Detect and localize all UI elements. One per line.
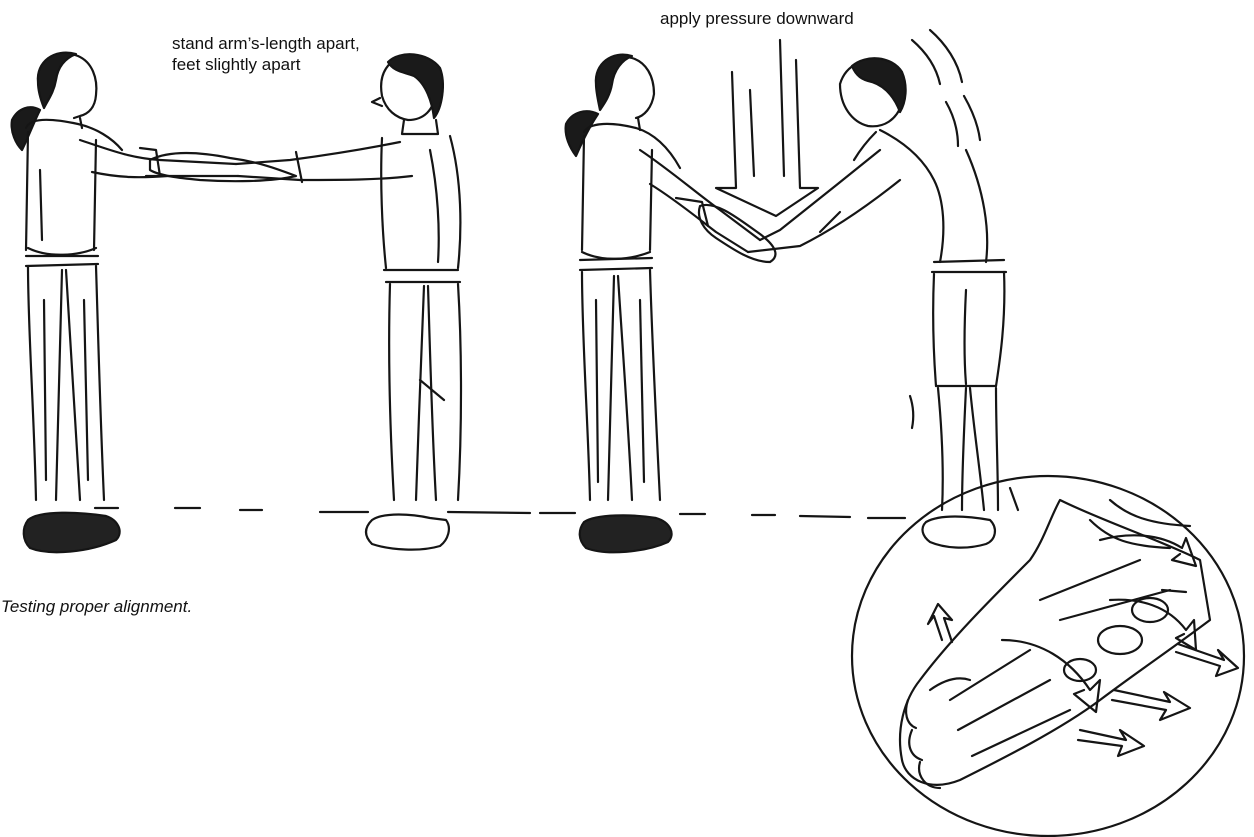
floor-dashed-line: [95, 508, 905, 518]
figure-right-2: [748, 30, 1018, 548]
outward-arrow-icon: [928, 535, 1238, 756]
figure-left-1: [12, 53, 238, 553]
clasped-hands-2: [699, 205, 775, 262]
figure-caption: Testing proper alignment.: [1, 597, 192, 617]
down-arrow-icon: [716, 40, 818, 216]
instruction-apply-pressure: apply pressure downward: [660, 8, 854, 29]
figure-right-1: [236, 54, 461, 549]
figure-left-2: [566, 55, 760, 553]
instruction-stand-apart: stand arm’s-length apart, feet slightly …: [172, 33, 362, 75]
